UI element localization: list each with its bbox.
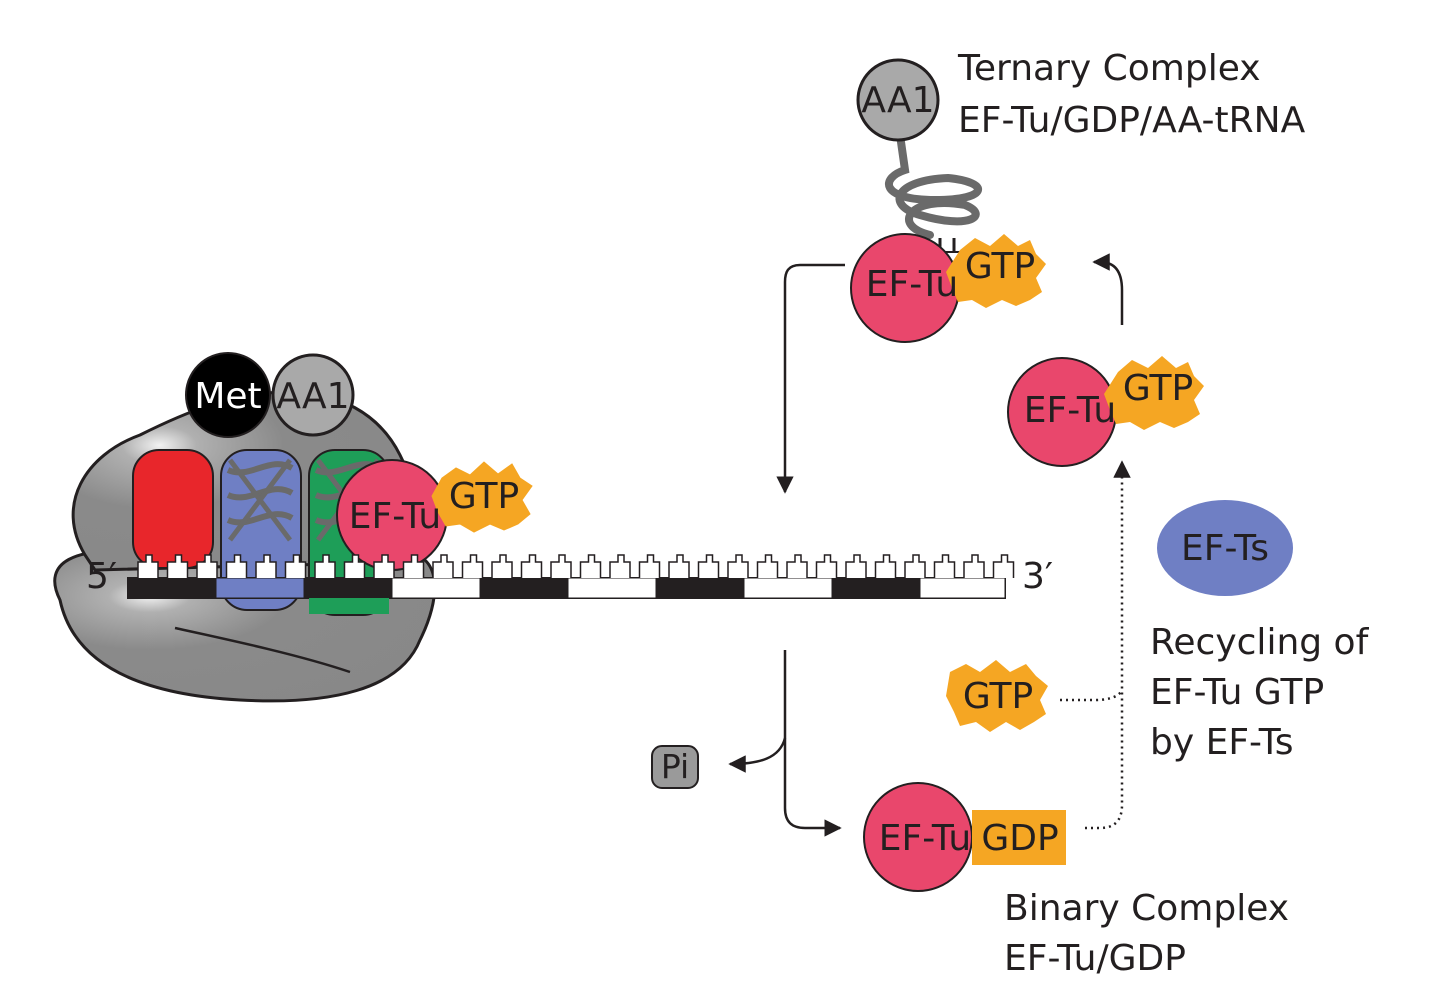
mrna-tooth (491, 554, 513, 578)
mrna-tooth (874, 554, 897, 578)
pi-box (651, 745, 699, 789)
binary-complex: EF-Tu GDP Binary Complex EF-Tu/GDP (863, 782, 1289, 979)
met-label: Met (194, 376, 261, 417)
a-site-codon (309, 598, 389, 614)
pi-phosphate: Pi (651, 745, 699, 789)
cycle-arrows (728, 253, 1131, 837)
binary-title: Binary Complex (1004, 888, 1289, 929)
gtp-ribosome-burst (431, 461, 533, 533)
mrna-tooth (609, 554, 631, 578)
free-eftu-gtp: EF-Tu GTP (1007, 356, 1204, 467)
free-eftu-label: EF-Tu (1024, 390, 1116, 431)
ternary-complex: AA1 EF-Tu GTP Ternary Complex EF-Tu/GDP/… (850, 48, 1306, 343)
eft-s-label: EF-Ts (1181, 528, 1269, 569)
codon-block (919, 577, 1006, 599)
ternary-aa1-label: AA1 (861, 80, 934, 121)
mrna-tooth (786, 554, 808, 578)
mrna-tooth (225, 554, 248, 578)
eft-s: EF-Ts (1157, 500, 1293, 596)
codon-block (831, 577, 921, 599)
mrna-tooth (284, 554, 307, 578)
mrna-strand: 5′ 3′ (86, 554, 1053, 614)
mrna-tooth (373, 554, 395, 578)
mrna-tooth (314, 554, 336, 578)
codon-block (303, 577, 393, 599)
recycling-line1: Recycling of (1150, 622, 1370, 663)
mrna-tooth (845, 554, 867, 578)
free-gtp-label: GTP (1123, 368, 1193, 409)
free-gtp-burst-lone (946, 660, 1048, 732)
mrna-tooth (255, 554, 277, 578)
mrna-tooth (638, 554, 661, 578)
binary-subtitle: EF-Tu/GDP (1004, 938, 1186, 979)
arrow-to-pi (728, 737, 787, 773)
recycling-text: Recycling of EF-Tu GTP by EF-Ts (1150, 622, 1370, 763)
three-prime-label: 3′ (1022, 556, 1053, 597)
free-gtp: GTP (946, 660, 1048, 732)
mrna-tooth (727, 554, 749, 578)
binary-gdp-label: GDP (981, 818, 1058, 859)
codon-block (567, 577, 657, 599)
mrna-tooth (432, 554, 454, 578)
ternary-subtitle: EF-Tu/GDP/AA-tRNA (958, 100, 1306, 141)
mrna-tooth (461, 554, 484, 578)
mrna-tooth (343, 554, 366, 578)
mrna-tooth (402, 554, 425, 578)
e-site-trna (132, 449, 214, 569)
binary-eftu-label: EF-Tu (879, 818, 971, 859)
recycling-line2: EF-Tu GTP (1150, 672, 1324, 713)
ternary-aa1-circle (856, 58, 940, 142)
trna-coil (885, 131, 983, 239)
ribosome: Met AA1 EF-Tu GTP (53, 352, 533, 703)
ternary-eftu-label: EF-Tu (866, 264, 958, 305)
aa1-amino-acid (271, 353, 355, 437)
mrna-tooth (815, 554, 838, 578)
free-gtp-lone-label: GTP (963, 676, 1033, 717)
mrna-tooth (166, 554, 189, 578)
mrna-tooth (933, 554, 956, 578)
five-prime-label: 5′ (86, 556, 117, 597)
mrna-tooth (520, 554, 543, 578)
eft-s-ellipse (1157, 500, 1293, 596)
codon-block (391, 577, 481, 599)
codon-block (655, 577, 745, 599)
mrna-tooth (697, 554, 720, 578)
mrna-tooth (904, 554, 926, 578)
ternary-gtp-label: GTP (965, 246, 1035, 287)
mrna-tooth (137, 554, 159, 578)
mrna-tooth (579, 554, 602, 578)
arrow-gtp-to-recycle (1060, 689, 1124, 702)
mrna-tooth (963, 554, 985, 578)
mrna-tooth (756, 554, 779, 578)
aa1-label: AA1 (276, 376, 349, 417)
gtp-ribosome-label: GTP (449, 476, 519, 517)
codon-block (743, 577, 833, 599)
mrna-tooth (550, 554, 572, 578)
ternary-title: Ternary Complex (957, 48, 1261, 89)
codon-block (479, 577, 569, 599)
arrow-free-to-ternary (1092, 253, 1124, 325)
free-gtp-burst (1104, 356, 1204, 430)
eftu-ribosome-label: EF-Tu (349, 496, 441, 537)
recycling-line3: by EF-Ts (1150, 722, 1294, 763)
arrow-ribosome-to-binary (783, 650, 842, 837)
arrow-binary-to-free (1085, 460, 1131, 830)
codon-block (127, 577, 217, 599)
mrna-tooth (992, 554, 1015, 578)
mrna-tooth (668, 554, 690, 578)
ternary-gtp-burst (946, 234, 1046, 308)
arrow-ternary-to-ribosome (776, 263, 845, 494)
binary-gdp-box (972, 810, 1066, 865)
mrna-tooth (196, 554, 218, 578)
met-amino-acid (185, 352, 271, 438)
pi-label: Pi (661, 747, 689, 786)
codon-block (215, 577, 305, 599)
